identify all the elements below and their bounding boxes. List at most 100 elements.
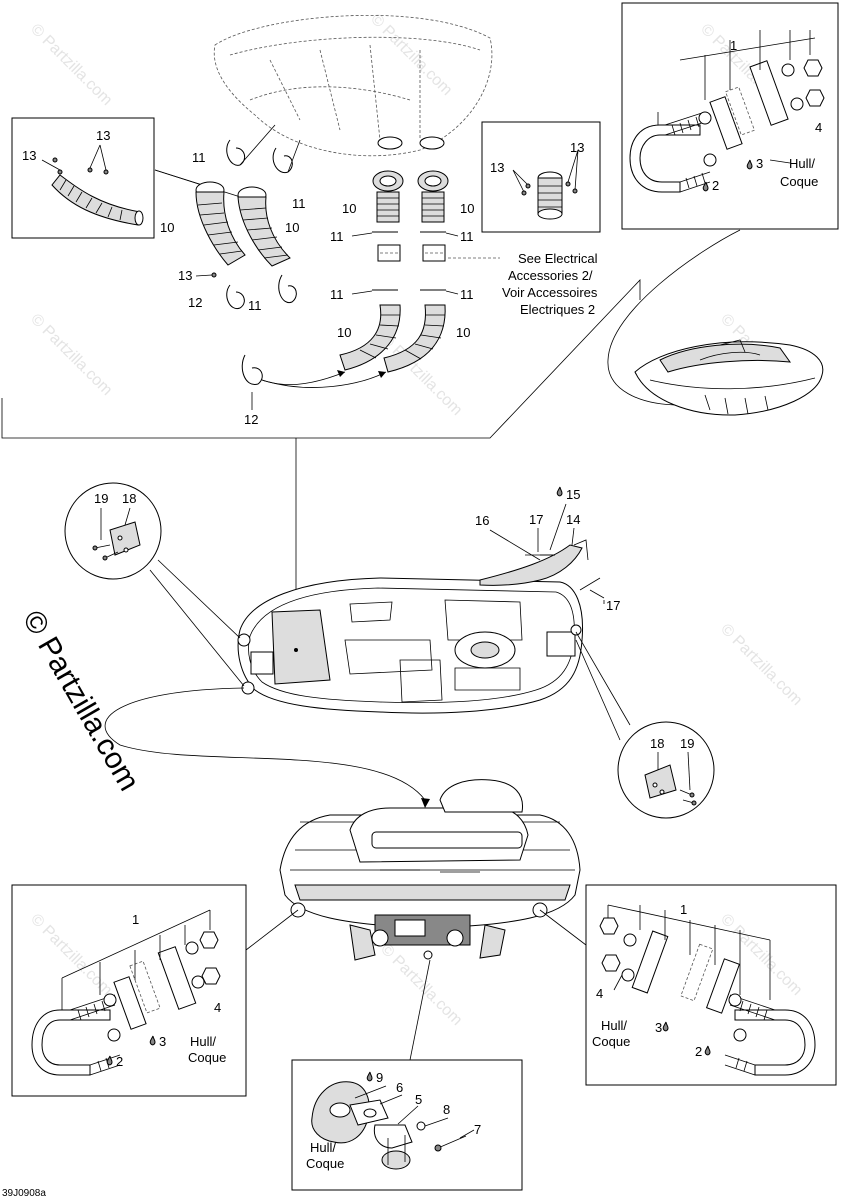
leader-line <box>445 290 459 295</box>
watermark: © Partzilla.com <box>27 21 115 109</box>
callout-14: 14 <box>566 512 580 527</box>
leader-line <box>351 290 373 295</box>
hull-label: Coque <box>592 1034 630 1049</box>
leader-line <box>445 232 459 237</box>
leader-line <box>687 751 691 791</box>
hull-label: Hull/ <box>601 1018 627 1033</box>
leader-line <box>571 527 575 546</box>
callout-18: 18 <box>122 491 136 506</box>
hose-10-left-a <box>195 181 246 266</box>
leader-line <box>124 507 131 526</box>
callout-1: 1 <box>680 902 687 917</box>
callout-11: 11 <box>192 150 206 165</box>
hose-10-left-b <box>237 186 291 267</box>
inset-ubolt-bottom-left <box>11 884 247 1097</box>
leader-line <box>287 139 301 173</box>
callout-6: 6 <box>396 1080 403 1095</box>
drop-icon <box>149 1035 156 1046</box>
callout-8: 8 <box>443 1102 450 1117</box>
callout-4: 4 <box>214 1000 221 1015</box>
callout-11: 11 <box>292 196 306 211</box>
drop-icon <box>556 486 563 497</box>
arrowhead <box>378 371 386 378</box>
watermark: © Partzilla.com <box>27 311 115 399</box>
drop-icon <box>106 1055 113 1066</box>
note-line: Accessories 2/ <box>508 268 593 283</box>
leader-line <box>424 1117 449 1127</box>
callout-11: 11 <box>330 287 344 302</box>
callout-13: 13 <box>96 128 110 143</box>
callout-2: 2 <box>116 1054 123 1069</box>
callout-13: 13 <box>490 160 504 175</box>
callout-19: 19 <box>94 491 108 506</box>
bracket-18-left <box>92 521 141 561</box>
leader-line <box>575 631 631 726</box>
callout-3: 3 <box>756 156 763 171</box>
ubolt-bottom-right <box>599 904 816 1076</box>
inset-drain-plug <box>291 1059 523 1191</box>
hull-label: Coque <box>780 174 818 189</box>
leader-line <box>575 639 621 741</box>
callout-13: 13 <box>22 148 36 163</box>
watermark: © Partzilla.com <box>377 941 465 1029</box>
leader-line <box>409 959 431 1061</box>
inset-ubolt-bottom-right <box>585 884 837 1086</box>
callout-17: 17 <box>606 598 620 613</box>
callout-10: 10 <box>337 325 351 340</box>
hull-label: Coque <box>306 1156 344 1171</box>
watermark: © Partzilla.com <box>717 621 805 709</box>
callout-4: 4 <box>596 986 603 1001</box>
inset-hose-right <box>481 121 601 233</box>
watercraft-stern-view <box>279 779 581 961</box>
callout-11: 11 <box>330 229 344 244</box>
callout-5: 5 <box>415 1092 422 1107</box>
drop-icon <box>662 1021 669 1032</box>
leader-line <box>239 124 276 166</box>
handle-14 <box>479 539 589 586</box>
leader-line <box>351 232 373 237</box>
hull-label: Hull/ <box>190 1034 216 1049</box>
drop-icon <box>366 1071 373 1082</box>
hull-label: Coque <box>188 1050 226 1065</box>
watercraft-small <box>634 339 824 416</box>
leader-line <box>459 1129 475 1139</box>
screw-group-13 <box>41 144 109 175</box>
leader-curve <box>104 687 426 801</box>
hull-label: Hull/ <box>789 156 815 171</box>
hull-top-view <box>237 577 584 714</box>
callout-15: 15 <box>566 487 580 502</box>
leader-line <box>379 1094 403 1105</box>
callout-17: 17 <box>529 512 543 527</box>
diagram-code: 39J0908a <box>2 1188 46 1199</box>
leader-line <box>489 529 541 561</box>
drain-plug <box>311 1081 467 1170</box>
callout-11: 11 <box>460 229 474 244</box>
callout-4: 4 <box>815 120 822 135</box>
callout-3: 3 <box>655 1020 662 1035</box>
screw-17 <box>579 577 605 599</box>
callout-11: 11 <box>460 287 474 302</box>
hose-stack-center <box>339 170 449 373</box>
note-line: See Electrical <box>518 251 598 266</box>
callout-10: 10 <box>342 201 356 216</box>
note-line: Voir Accessoires <box>502 285 598 300</box>
leader-line <box>157 559 241 639</box>
leader-curve <box>607 229 741 406</box>
drop-icon <box>746 159 753 170</box>
arrowhead <box>421 798 430 808</box>
callout-12: 12 <box>244 412 258 427</box>
ubolt-top <box>629 30 825 193</box>
callout-18: 18 <box>650 736 664 751</box>
callout-1: 1 <box>132 912 139 927</box>
leader-line <box>539 909 587 946</box>
callout-9: 9 <box>376 1070 383 1085</box>
watermark: © Partzilla.com <box>27 911 115 999</box>
clamp-12 <box>241 354 263 385</box>
callout-10: 10 <box>160 220 174 235</box>
drop-icon <box>702 181 709 192</box>
screw <box>211 272 217 278</box>
detail-circle-right <box>617 721 715 819</box>
leader-line <box>245 909 299 951</box>
callout-3: 3 <box>159 1034 166 1049</box>
